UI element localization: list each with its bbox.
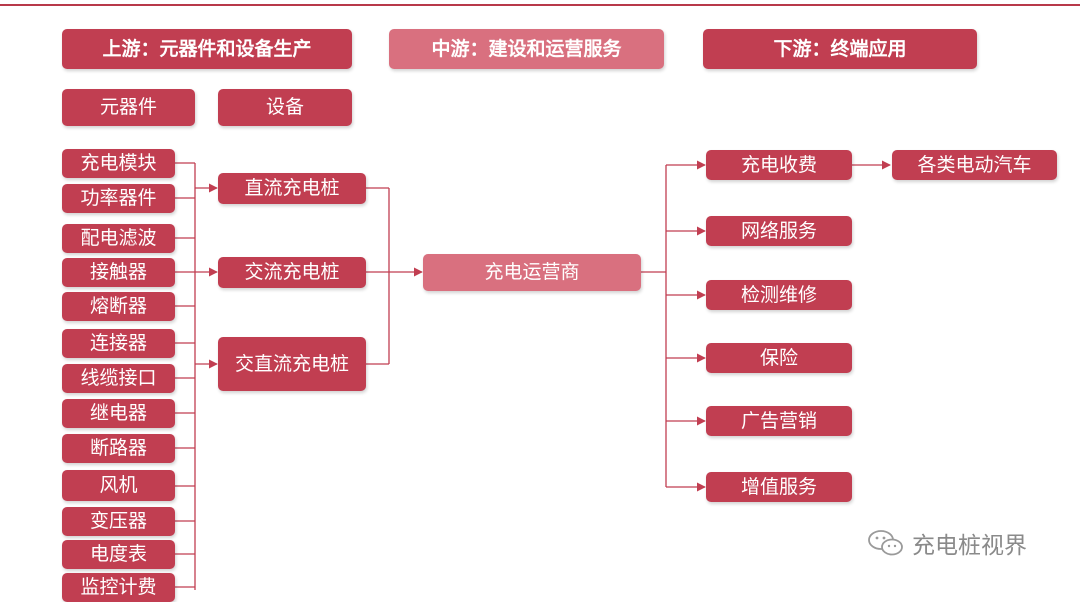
downstream-header: 下游：终端应用 [703,29,977,69]
equipment-category: 设备 [218,89,352,126]
component-item: 电度表 [62,540,175,569]
components-category: 元器件 [62,89,195,126]
pile-dc: 直流充电桩 [218,173,366,204]
component-item: 熔断器 [62,292,175,321]
component-item: 继电器 [62,399,175,428]
top-rule [0,4,1080,6]
upstream-header: 上游：元器件和设备生产 [62,29,352,69]
component-item: 风机 [62,470,175,501]
service-item: 保险 [706,343,852,373]
component-item: 监控计费 [62,573,175,602]
pile-ac-dc: 交直流充电桩 [218,337,366,391]
watermark-text: 充电桩视界 [912,533,1027,559]
watermark: 充电桩视界 [866,526,1027,560]
operator-box: 充电运营商 [423,254,641,291]
component-item: 线缆接口 [62,364,175,393]
component-item: 配电滤波 [62,224,175,253]
service-item: 网络服务 [706,216,852,246]
component-item: 断路器 [62,434,175,463]
end-use-box: 各类电动汽车 [892,150,1057,180]
component-item: 充电模块 [62,149,175,178]
component-item: 功率器件 [62,184,175,213]
service-item: 广告营销 [706,406,852,436]
service-item: 检测维修 [706,280,852,310]
component-item: 连接器 [62,329,175,358]
pile-ac: 交流充电桩 [218,257,366,288]
component-item: 接触器 [62,258,175,287]
service-item: 增值服务 [706,472,852,502]
midstream-header: 中游：建设和运营服务 [389,29,664,69]
wechat-icon [868,530,903,556]
component-item: 变压器 [62,507,175,536]
service-item: 充电收费 [706,150,852,180]
